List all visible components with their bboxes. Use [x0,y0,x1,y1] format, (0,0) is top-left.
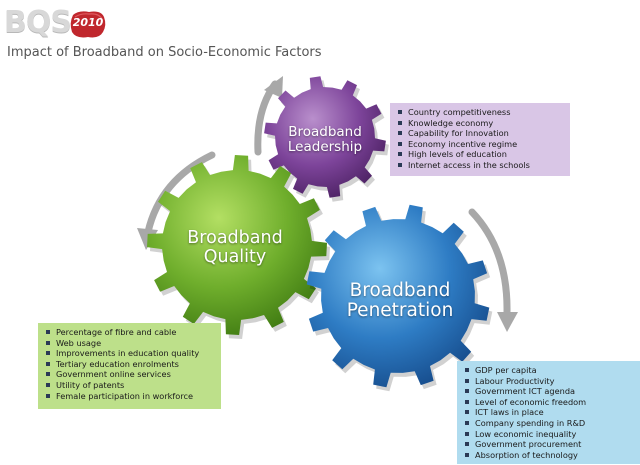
list-item: Percentage of fibre and cable [44,327,215,338]
list-item: High levels of education [396,149,564,160]
list-item: Government procurement [463,439,634,450]
list-item: Tertiary education enrolments [44,359,215,370]
gear-label-quality-line1: Broadband [187,228,283,248]
list-item: Labour Productivity [463,376,634,387]
list-item: Absorption of technology [463,450,634,461]
gear-label-leadership-line2: Leadership [287,138,363,155]
gear-leadership [264,76,389,202]
arrow-down-to-penetration [468,208,511,316]
gear-label-penetration-line2: Penetration [346,299,454,321]
list-item: Web usage [44,338,215,349]
arrow-left-to-quality [144,151,216,236]
logo-text: BQS [4,5,72,40]
list-item: Government online services [44,369,215,380]
gear-label-penetration: Broadband Penetration [320,281,480,321]
list-item: Government ICT agenda [463,386,634,397]
quality-factors-box: Percentage of fibre and cable Web usage … [38,323,221,409]
seal-text: 2010 [72,16,104,29]
list-item: Utility of patents [44,380,215,391]
gear-label-leadership-line1: Broadband [288,124,362,140]
gear-penetration-body [306,204,490,388]
penetration-factors-box: GDP per capita Labour Productivity Gover… [457,361,640,464]
bqs-logo: BQS 2010 [2,2,112,42]
gear-label-quality: Broadband Quality [160,229,310,267]
arrowhead-down [497,312,518,332]
gear-leadership-body [264,76,386,198]
list-item: ICT laws in place [463,407,634,418]
gear-label-leadership: Broadband Leadership [270,125,380,154]
leadership-factors-box: Country competitiveness Knowledge econom… [390,103,570,176]
gear-label-penetration-line1: Broadband [349,280,451,301]
list-item: Improvements in education quality [44,348,215,359]
list-item: Company spending in R&D [463,418,634,429]
list-item: Capability for Innovation [396,128,564,139]
gear-quality [147,155,330,339]
list-item: Country competitiveness [396,107,564,118]
arrowhead-up [264,76,283,98]
gear-label-quality-line2: Quality [203,246,267,267]
list-item: Economy incentive regime [396,139,564,150]
gear-quality-body [147,155,327,335]
list-item: Level of economic freedom [463,397,634,408]
list-item: Internet access in the schools [396,160,564,171]
page-title: Impact of Broadband on Socio-Economic Fa… [7,45,322,60]
list-item: GDP per capita [463,365,634,376]
gear-penetration [306,204,493,392]
list-item: Female participation in workforce [44,391,215,402]
list-item: Low economic inequality [463,429,634,440]
list-item: Knowledge economy [396,118,564,129]
seal-icon [70,11,106,38]
